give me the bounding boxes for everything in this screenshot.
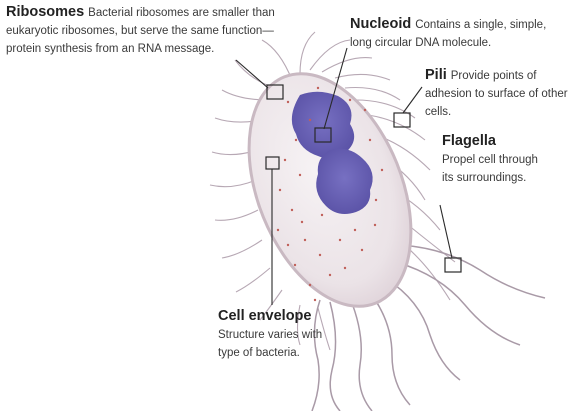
ribosomes-label: RibosomesBacterial ribosomes are smaller…	[6, 3, 276, 57]
ribosomes-title: Ribosomes	[6, 4, 84, 20]
cell-envelope-label: Cell envelope Structure varies with type…	[218, 308, 338, 361]
cell-envelope-title: Cell envelope	[218, 308, 338, 324]
cell-envelope-description: Structure varies with type of bacteria.	[218, 329, 322, 359]
pili-label: PiliProvide points of adhesion to surfac…	[425, 66, 575, 120]
nucleoid-title: Nucleoid	[350, 16, 411, 32]
pili-title: Pili	[425, 67, 447, 83]
flagella-label: Flagella Propel cell through its surroun…	[442, 133, 552, 186]
nucleoid-label: NucleoidContains a single, simple, long …	[350, 15, 570, 51]
flagella-description: Propel cell through its surroundings.	[442, 154, 538, 184]
flagella-title: Flagella	[442, 133, 552, 149]
